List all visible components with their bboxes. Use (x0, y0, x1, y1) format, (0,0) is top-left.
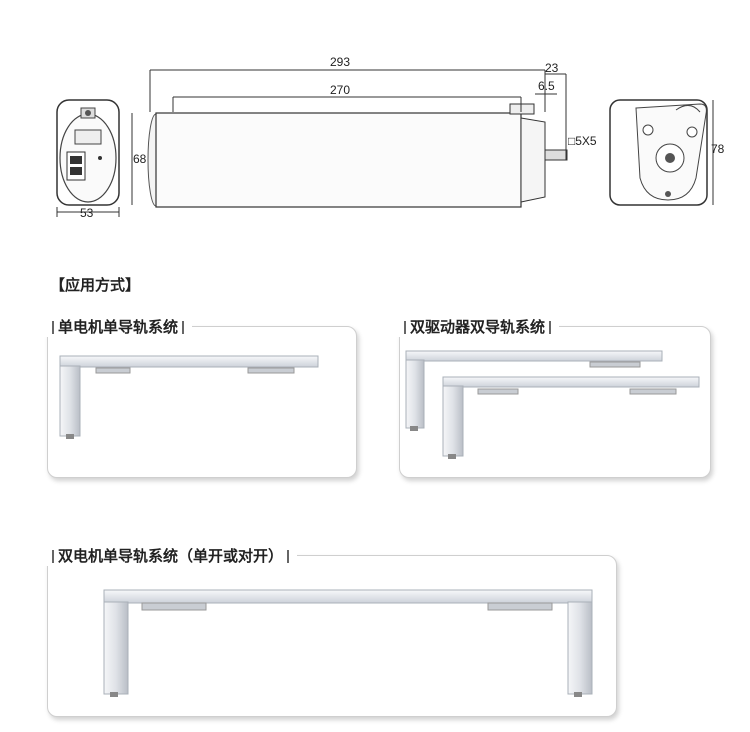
system-title-2-wrap: 双驱动器双导轨系统 (396, 316, 560, 337)
system-title-2: 双驱动器双导轨系统 (410, 318, 546, 336)
overall-length-label: 293 (330, 55, 350, 69)
system-title-1-wrap: 单电机单导轨系统 (44, 316, 193, 337)
track-single-motor (59, 355, 319, 439)
motor-dimension-drawing: 53 68 293 270 23 6.5 □5X5 78 (56, 55, 725, 220)
motor-end-view-right (609, 99, 714, 206)
motor-body-side-view (147, 103, 568, 208)
height-label: 68 (133, 152, 147, 166)
system-title-1: 单电机单导轨系统 (58, 318, 179, 336)
shaft-size-label: □5X5 (568, 134, 597, 148)
system-panel-single-motor-single-track (47, 326, 357, 478)
system-title-3-wrap: 双电机单导轨系统（单开或对开） (44, 545, 298, 566)
shaft-offset-label: 6.5 (538, 79, 555, 93)
system-panel-double-motor-single-track (47, 555, 617, 717)
width-label: 53 (80, 206, 94, 220)
bracket-height-label: 78 (711, 142, 725, 156)
motor-end-view-left (56, 99, 120, 217)
body-length-label: 270 (330, 83, 350, 97)
track-double-motor (103, 589, 593, 697)
end-cap-label: 23 (545, 61, 559, 75)
track-double-driver-lower (442, 376, 700, 459)
track-double-driver-upper (405, 350, 663, 431)
usage-heading: 【应用方式】 (50, 276, 141, 294)
system-title-3: 双电机单导轨系统（单开或对开） (58, 547, 284, 565)
